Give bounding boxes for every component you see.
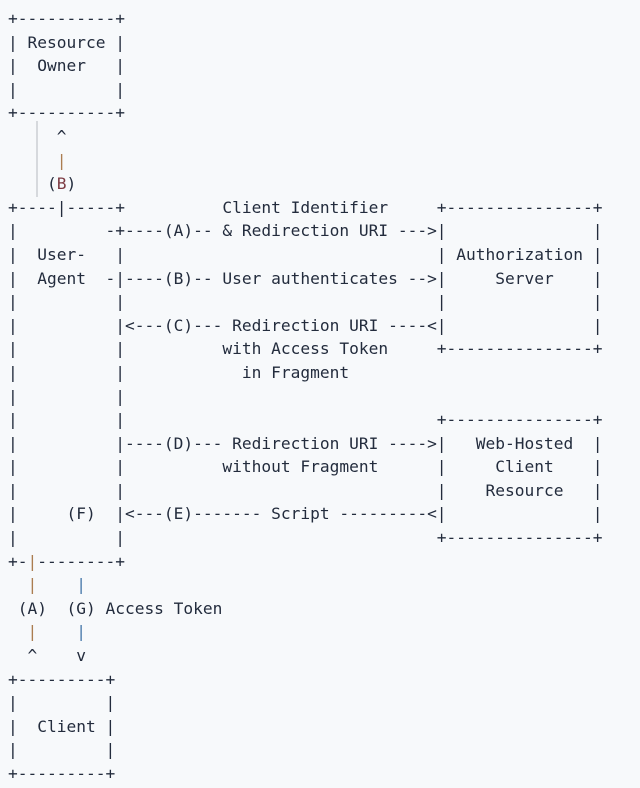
highlighted-char: |	[27, 551, 38, 571]
diagram-line: | | with Access Token +---------------+	[8, 339, 603, 359]
highlighted-char: |	[27, 575, 38, 595]
ascii-diagram: +----------+ | Resource | | Owner | | | +---…	[8, 9, 603, 783]
highlighted-char: |	[27, 622, 38, 642]
diagram-line: | Client |	[8, 716, 116, 736]
diagram-line: | | | Resource |	[8, 480, 603, 500]
highlighted-char: B	[56, 174, 67, 194]
diagram-line: | Resource |	[8, 32, 125, 52]
diagram-line: | (F) |<---(E)------- Script ---------<|…	[8, 504, 603, 524]
highlighted-char: |	[76, 575, 86, 595]
diagram-line: |	[8, 149, 603, 173]
diagram-line: | | in Fragment	[8, 362, 350, 382]
diagram-line: | | +---------------+	[8, 410, 603, 430]
diagram-line: | Owner |	[8, 56, 125, 76]
diagram-line: | | | |	[8, 292, 603, 312]
diagram-line: | | +---------------+	[8, 528, 603, 548]
diagram-line: (B)	[8, 174, 77, 194]
diagram-line: +---------+	[8, 764, 116, 783]
diagram-line: | |	[8, 740, 116, 760]
diagram-line: ^	[8, 126, 67, 146]
diagram-line: +----------+	[8, 9, 125, 28]
indent-guide-line	[36, 121, 38, 197]
diagram-line: | Agent -|----(B)-- User authenticates -…	[8, 268, 603, 288]
diagram-line: +---------+	[8, 669, 116, 689]
diagram-line: | | without Fragment | Client |	[8, 457, 603, 477]
highlighted-char: |	[76, 622, 86, 642]
diagram-line: +----------+	[8, 103, 125, 123]
diagram-line: | -+----(A)-- & Redirection URI --->| |	[8, 221, 603, 241]
diagram-line: | |	[8, 620, 603, 644]
diagram-line: +----|-----+ Client Identifier +--------…	[8, 197, 603, 217]
diagram-line: ^ v	[8, 646, 86, 666]
diagram-line: | User- | | Authorization |	[8, 244, 603, 264]
diagram-line: | |	[8, 79, 125, 99]
diagram-line: +-|--------+	[8, 551, 125, 571]
highlighted-char: |	[56, 150, 67, 170]
diagram-line: | |	[8, 386, 125, 406]
diagram-line: (A) (G) Access Token	[8, 598, 223, 618]
diagram-line: | |	[8, 573, 603, 597]
diagram-line: | |<---(C)--- Redirection URI ----<| |	[8, 315, 603, 335]
diagram-line: | |----(D)--- Redirection URI ---->| Web…	[8, 433, 603, 453]
diagram-line: | |	[8, 693, 116, 713]
